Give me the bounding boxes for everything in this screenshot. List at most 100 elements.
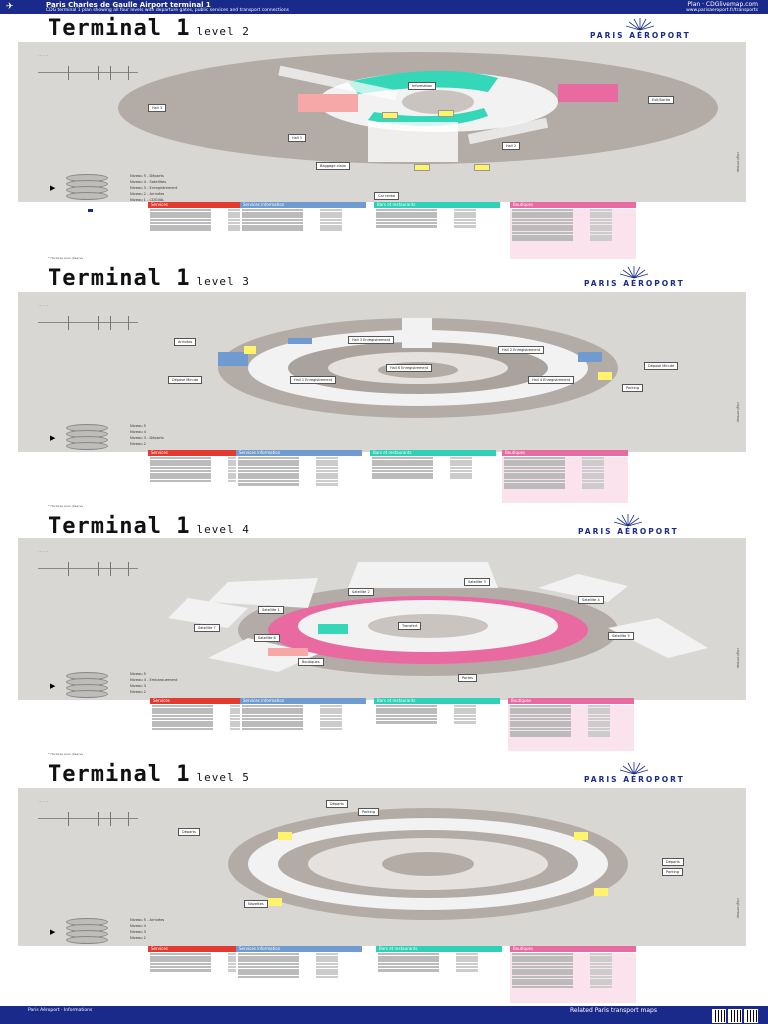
- label-hall-3[interactable]: Hall 3: [148, 104, 167, 112]
- panel-restaurants: Bars et restaurants: [374, 698, 500, 735]
- terminal-plan-l4: [168, 562, 708, 676]
- paris-aeroport-logo: PARIS AÉROPORT: [584, 762, 714, 784]
- qr-code-icon[interactable]: [744, 1009, 758, 1023]
- paris-aeroport-logo: PARIS AÉROPORT: [578, 514, 708, 536]
- label-depose-right[interactable]: Dépose Minute: [644, 362, 679, 370]
- footer-right[interactable]: Related Paris transport maps: [570, 1007, 657, 1014]
- airplane-icon: ✈: [6, 2, 14, 12]
- footer-bar: Paris Aéroport · Informations Related Pa…: [0, 1006, 768, 1024]
- label-hall-4[interactable]: Hall 4 Enregistrement: [528, 376, 575, 384]
- terminal-plan-l3: [218, 318, 618, 418]
- level-stack-icon: ▶: [50, 424, 122, 450]
- level-stack-icon: ▶: [50, 918, 122, 944]
- label-car[interactable]: Car rental: [374, 192, 400, 200]
- arrow-right-icon: ▶: [50, 434, 56, 442]
- header-url[interactable]: www.parisaeroport.fr/transports: [686, 8, 758, 13]
- note: * Horaires sous réserve: [48, 256, 84, 260]
- label-hall-2[interactable]: Hall 2: [502, 142, 521, 150]
- label-departs-right[interactable]: Départs: [662, 858, 684, 866]
- panel-shops: Boutiques: [510, 946, 636, 1003]
- map-credit: cdglivemap: [736, 648, 740, 669]
- map-credit: cdglivemap: [736, 898, 740, 919]
- label-sat-1[interactable]: Satellite 1: [258, 606, 284, 614]
- label-departs[interactable]: Départs: [326, 800, 348, 808]
- map-level-3[interactable]: · · · · · Hall 3 Enregistrement Hall 1 E…: [18, 292, 746, 452]
- gate-marker[interactable]: [382, 112, 398, 119]
- map-level-2[interactable]: · · · · · Hall 3 Hall 1 Hall 2 Baggage c…: [18, 42, 746, 202]
- gate-marker[interactable]: [438, 110, 454, 117]
- label-parking[interactable]: Parking: [358, 808, 379, 816]
- paris-aeroport-logo: PARIS AÉROPORT: [590, 18, 720, 40]
- label-shops[interactable]: Boutiques: [298, 658, 324, 666]
- transport-legend: [88, 208, 96, 213]
- label-gates[interactable]: Portes: [458, 674, 477, 682]
- panel-shops: Boutiques: [502, 450, 628, 503]
- arrow-right-icon: ▶: [50, 184, 56, 192]
- arrow-right-icon: ▶: [50, 928, 56, 936]
- gate-marker[interactable]: [474, 164, 490, 171]
- label-info[interactable]: Information: [408, 82, 437, 90]
- panel-restaurants: Bars et restaurants: [376, 946, 502, 981]
- label-exit[interactable]: Exit/Sortie: [648, 96, 675, 104]
- panel-restaurants: Bars et restaurants: [374, 202, 500, 241]
- label-hall-2[interactable]: Hall 2 Enregistrement: [498, 346, 545, 354]
- panel-info: Services information: [240, 698, 366, 741]
- label-shuttle[interactable]: Navettes: [244, 900, 268, 908]
- level-stack-icon: ▶: [50, 672, 122, 698]
- label-transfer[interactable]: Transfert: [398, 622, 422, 630]
- label-sat-7[interactable]: Satellite 7: [194, 624, 220, 632]
- header-title: Paris Charles de Gaulle Airport terminal…: [46, 1, 211, 9]
- note: * Horaires sous réserve: [48, 504, 84, 508]
- map-credit: cdglivemap: [736, 152, 740, 173]
- qr-code-icon[interactable]: [712, 1009, 726, 1023]
- panel-info: Services information: [236, 450, 362, 497]
- header-bar: ✈ Paris Charles de Gaulle Airport termin…: [0, 0, 768, 14]
- label-depart-left[interactable]: Départs: [178, 828, 200, 836]
- header-subtitle: CDG terminal 1 plan showing all four lev…: [46, 8, 289, 13]
- footer-left: Paris Aéroport · Informations: [28, 1008, 93, 1013]
- map-level-4[interactable]: · · · · · Satellite 1 Satellite 2 Satell…: [18, 538, 746, 700]
- note: * Horaires sous réserve: [48, 752, 84, 756]
- label-depose-left[interactable]: Dépose Minute: [168, 376, 203, 384]
- label-parking[interactable]: Parking: [622, 384, 643, 392]
- panel-info: Services information: [236, 946, 362, 989]
- label-hall-6[interactable]: Hall 6 Enregistrement: [386, 364, 433, 372]
- label-sat-2[interactable]: Satellite 2: [348, 588, 374, 596]
- panel-shops: Boutiques: [508, 698, 634, 751]
- label-sat-4[interactable]: Satellite 4: [578, 596, 604, 604]
- label-sat-6[interactable]: Satellite 6: [254, 634, 280, 642]
- terminal-plan-l5: [228, 808, 628, 920]
- label-parking-right[interactable]: Parking: [662, 868, 683, 876]
- terminal-plan-l2: [118, 52, 718, 164]
- level-stack-icon: ▶: [50, 174, 122, 200]
- panel-restaurants: Bars et restaurants: [370, 450, 496, 491]
- panel-shops: Boutiques: [510, 202, 636, 259]
- label-baggage[interactable]: Baggage claim: [316, 162, 351, 170]
- map-level-5[interactable]: · · · · · Départs Parking Départs Départ…: [18, 788, 746, 946]
- qr-code-icon[interactable]: [728, 1009, 742, 1023]
- label-sat-3[interactable]: Satellite 3: [464, 578, 490, 586]
- label-hall-1[interactable]: Hall 1 Enregistrement: [290, 376, 337, 384]
- map-credit: cdglivemap: [736, 402, 740, 423]
- gate-marker[interactable]: [414, 164, 430, 171]
- label-sat-5[interactable]: Satellite 5: [608, 632, 634, 640]
- label-hall-3[interactable]: Hall 3 Enregistrement: [348, 336, 395, 344]
- label-hall-1[interactable]: Hall 1: [288, 134, 307, 142]
- arrow-right-icon: ▶: [50, 682, 56, 690]
- panel-info: Services information: [240, 202, 366, 241]
- header-site[interactable]: Plan · CDGlivemap.com: [687, 1, 758, 8]
- paris-aeroport-logo: PARIS AÉROPORT: [584, 266, 714, 288]
- label-arrivees[interactable]: Arrivées: [174, 338, 197, 346]
